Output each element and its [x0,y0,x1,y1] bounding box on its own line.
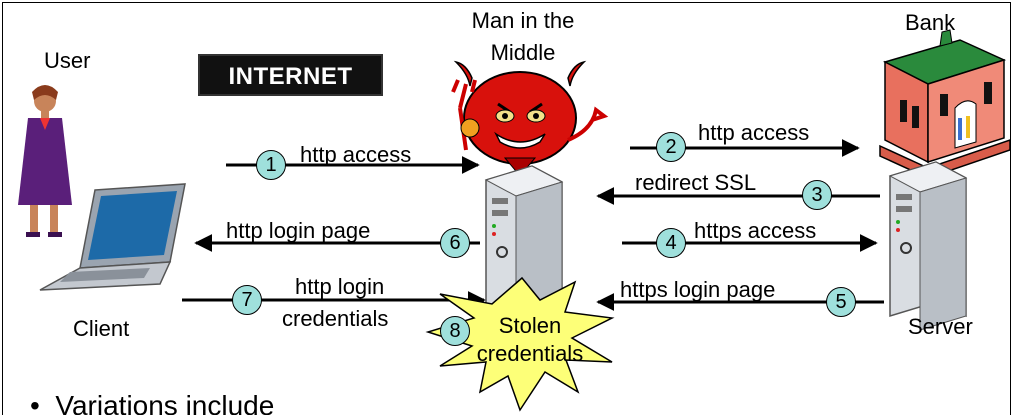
step-7-label-line2: credentials [282,306,389,331]
bank-server-icon [888,161,968,331]
bank-icon [879,29,1011,179]
step-4-badge: 4 [656,228,686,258]
mitm-label-line1: Man in the [471,8,575,33]
step-5-badge: 5 [826,287,856,317]
user-label: User [44,48,91,73]
stolen-label-line2: credentials [476,341,584,366]
step-8-badge: 8 [440,316,470,346]
step-2-badge: 2 [656,132,686,162]
step-7-label-line1: http login [295,274,385,299]
step-3-label: redirect SSL [635,170,757,195]
step-5-label: https login page [620,277,776,302]
step-1-label: http access [300,142,412,167]
client-label: Client [73,316,130,341]
internet-cafe-sign: INTERNET CAFÉ [198,54,383,132]
laptop-icon [39,183,186,291]
bullet-text: Variations include [55,390,275,415]
server-label: Server [908,314,973,339]
bank-label: Bank [905,10,956,35]
user-figure-icon [18,85,72,237]
step-1-badge: 1 [256,150,286,180]
devil-icon [451,60,609,177]
step-3-badge: 3 [802,180,832,210]
step-7-badge: 7 [232,285,262,315]
step-4-label: https access [694,218,817,243]
mitm-label-line2: Middle [490,40,556,65]
step-2-label: http access [698,120,810,145]
step-6-label: http login page [226,218,371,243]
stolen-label-line1: Stolen [498,313,562,338]
step-6-badge: 6 [440,228,470,258]
bullet-variations: • Variations include [30,390,274,415]
